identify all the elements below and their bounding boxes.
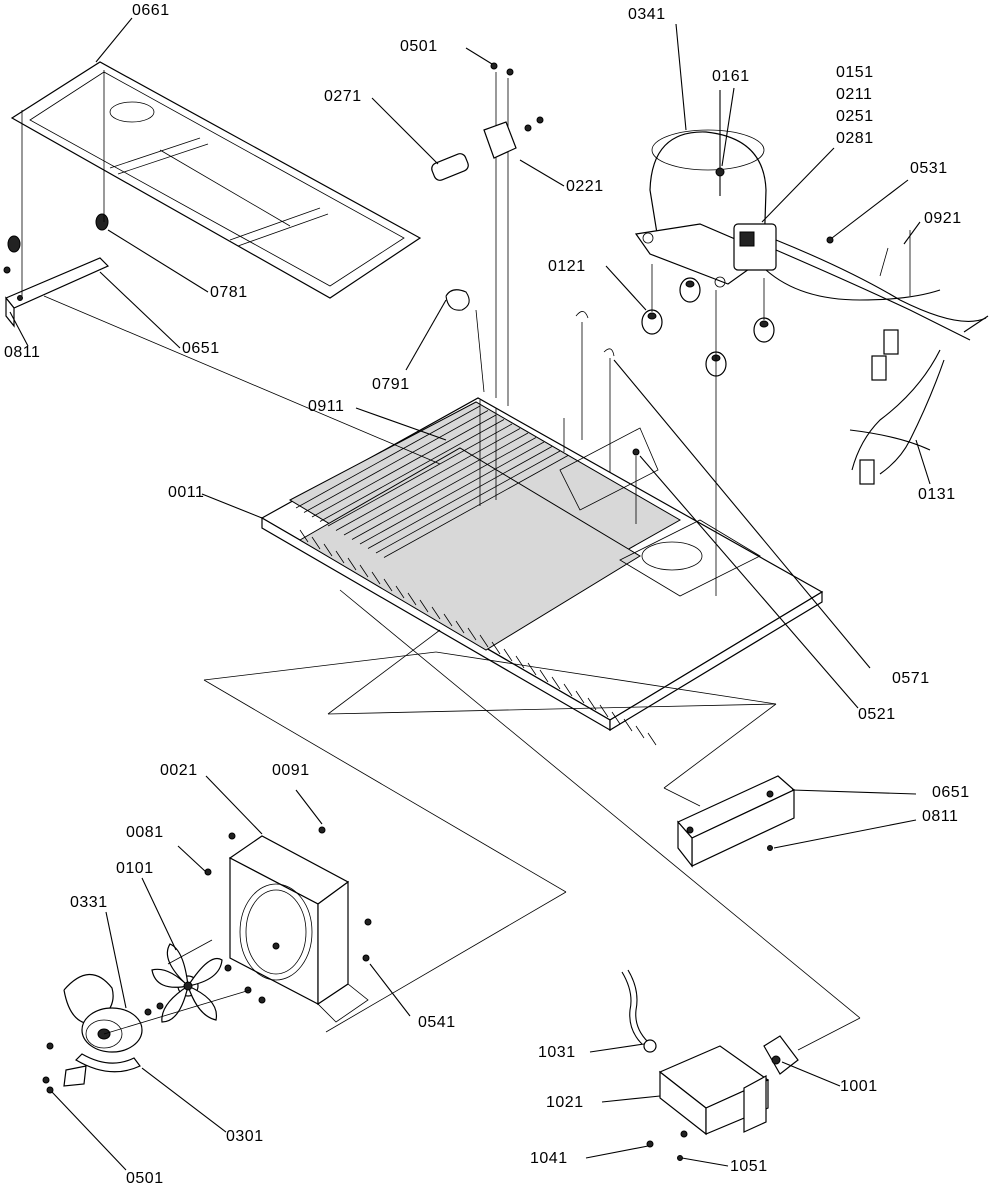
coil-fin bbox=[551, 676, 561, 690]
callout-0211: 0211 bbox=[836, 86, 873, 103]
bottom-right-bracket bbox=[677, 775, 796, 868]
callout-0661: 0661 bbox=[132, 2, 170, 19]
callout-0271: 0271 bbox=[324, 88, 362, 105]
coil-tube bbox=[319, 419, 505, 522]
condenser-tray bbox=[260, 397, 824, 746]
callout-0651-bot: 0651 bbox=[932, 784, 970, 801]
grommets bbox=[641, 264, 775, 596]
callout-1001: 1001 bbox=[840, 1078, 878, 1095]
callout-0131: 0131 bbox=[918, 486, 956, 503]
callout-0501-top: 0501 bbox=[400, 38, 438, 55]
callout-0341: 0341 bbox=[628, 6, 666, 23]
callout-0021: 0021 bbox=[160, 762, 198, 779]
callout-0531: 0531 bbox=[910, 160, 948, 177]
coil-tube bbox=[311, 414, 497, 518]
compressor bbox=[634, 90, 777, 288]
coil-fin bbox=[611, 711, 621, 725]
callout-0011: 0011 bbox=[168, 484, 205, 501]
coil-fin bbox=[323, 543, 333, 557]
coil-fin bbox=[623, 718, 633, 732]
capacitor-assembly bbox=[431, 62, 544, 406]
coil-fin bbox=[359, 564, 369, 578]
callout-0501-bot: 0501 bbox=[126, 1170, 164, 1187]
callout-0081: 0081 bbox=[126, 824, 164, 841]
coil-fin bbox=[515, 655, 525, 669]
coil-tube bbox=[375, 450, 561, 554]
callout-1051: 1051 bbox=[730, 1158, 768, 1175]
coil-fin bbox=[647, 732, 657, 746]
callout-0281: 0281 bbox=[836, 130, 874, 147]
callout-0781: 0781 bbox=[210, 284, 248, 301]
coil-fin bbox=[539, 669, 549, 683]
coil-fin bbox=[455, 620, 465, 634]
top-left-bracket bbox=[3, 70, 110, 328]
callout-0151: 0151 bbox=[836, 64, 874, 81]
coil-tube bbox=[383, 455, 569, 558]
control-bracket bbox=[621, 969, 799, 1161]
coil-fin bbox=[371, 571, 381, 585]
coil-fin bbox=[563, 683, 573, 697]
coil-fin bbox=[443, 613, 453, 627]
callout-0541: 0541 bbox=[418, 1014, 456, 1031]
callout-0251: 0251 bbox=[836, 108, 874, 125]
callout-0791: 0791 bbox=[372, 376, 410, 393]
coil-tube bbox=[367, 446, 553, 549]
callout-0811-top: 0811 bbox=[4, 344, 41, 361]
callout-0811-bot: 0811 bbox=[922, 808, 959, 825]
coil-fin bbox=[599, 704, 609, 718]
callout-0301: 0301 bbox=[226, 1128, 264, 1145]
callout-0521: 0521 bbox=[858, 706, 896, 723]
coil-fin bbox=[395, 585, 405, 599]
coil-tube bbox=[335, 428, 521, 531]
fan-motor bbox=[42, 973, 164, 1094]
cover-panel bbox=[10, 61, 422, 299]
coil-fin bbox=[407, 592, 417, 606]
leader-lines bbox=[9, 17, 931, 1171]
coil-fin bbox=[347, 557, 357, 571]
callout-0921: 0921 bbox=[924, 210, 962, 227]
coil-tube bbox=[295, 405, 481, 509]
fan-blade bbox=[151, 943, 266, 1023]
callout-0091: 0091 bbox=[272, 762, 310, 779]
clip bbox=[445, 289, 640, 524]
coil-fin bbox=[527, 662, 537, 676]
coil-tube bbox=[303, 410, 489, 513]
coil-fin bbox=[467, 627, 477, 641]
coil-fin bbox=[335, 550, 345, 564]
coil-tube bbox=[359, 441, 545, 545]
coil-fin bbox=[431, 606, 441, 620]
callout-0161: 0161 bbox=[712, 68, 750, 85]
coil-fin bbox=[635, 725, 645, 739]
coil-fin bbox=[299, 529, 309, 543]
coil-fin bbox=[419, 599, 429, 613]
coil-fin bbox=[479, 634, 489, 648]
coil-tube bbox=[351, 437, 537, 540]
callout-0121: 0121 bbox=[548, 258, 586, 275]
coil-fin bbox=[311, 536, 321, 550]
callout-0651-top: 0651 bbox=[182, 340, 220, 357]
coil-tube bbox=[343, 432, 529, 536]
coil-fin bbox=[503, 648, 513, 662]
wiring-harness bbox=[765, 230, 989, 485]
callout-1021: 1021 bbox=[546, 1094, 584, 1111]
callout-0571: 0571 bbox=[892, 670, 930, 687]
coil-fin bbox=[491, 641, 501, 655]
coil-tube bbox=[327, 423, 513, 527]
assembly-lines bbox=[43, 295, 861, 1051]
coil-fin bbox=[575, 690, 585, 704]
callout-0331: 0331 bbox=[70, 894, 108, 911]
callout-1041: 1041 bbox=[530, 1150, 568, 1167]
fan-shroud bbox=[204, 826, 372, 1023]
callout-0101: 0101 bbox=[116, 860, 154, 877]
coil-fin bbox=[383, 578, 393, 592]
callout-0911: 0911 bbox=[308, 398, 345, 415]
callout-1031: 1031 bbox=[538, 1044, 576, 1061]
callout-0221: 0221 bbox=[566, 178, 604, 195]
